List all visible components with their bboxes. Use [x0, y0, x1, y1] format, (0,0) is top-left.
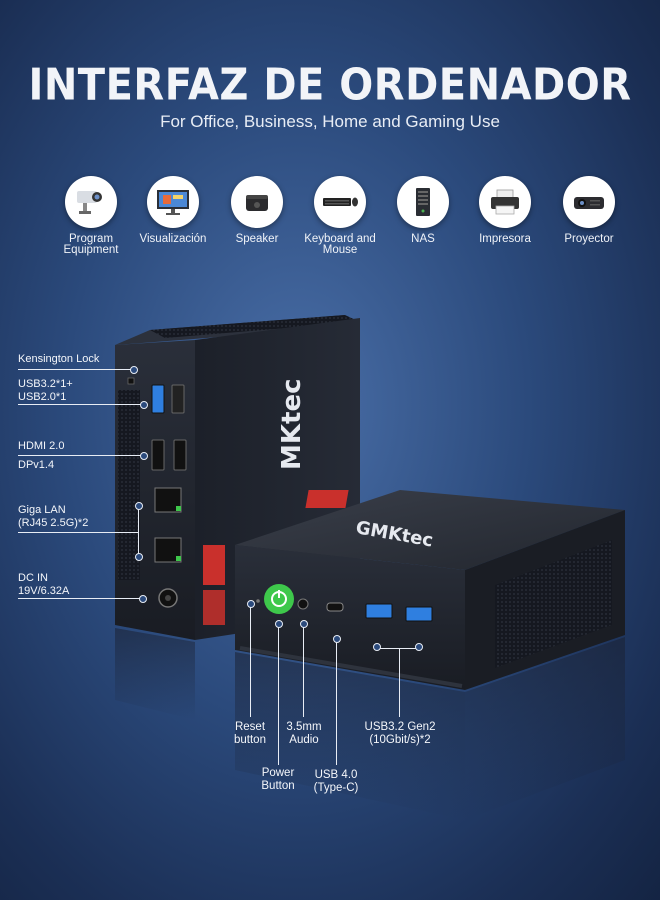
hdmi-label: HDMI 2.0: [18, 440, 64, 453]
callout-dot: [333, 635, 341, 643]
usb-back-label: USB3.2*1+ USB2.0*1: [18, 378, 73, 404]
page-subtitle: For Office, Business, Home and Gaming Us…: [160, 112, 500, 131]
usb-back-line2: USB2.0*1: [18, 391, 67, 403]
dc-line2: 19V/6.32A: [18, 585, 70, 597]
power-line1: Power: [261, 767, 295, 779]
reset-button-label: Reset button: [222, 721, 278, 747]
callout-line: [336, 640, 337, 765]
usb-back-line1: USB3.2*1+: [18, 378, 73, 390]
side-brand-logo: MKtec: [277, 379, 307, 471]
device-icons-row: Program Equipment Visualización Speaker: [55, 176, 625, 266]
speaker-icon: [231, 176, 283, 228]
hdmi-label-text: HDMI 2.0: [18, 440, 65, 452]
reset-line1: Reset: [234, 721, 266, 733]
callout-dot: [139, 595, 147, 603]
callout-dot: [415, 643, 423, 651]
dc-in-label: DC IN 19V/6.32A: [18, 572, 69, 598]
callout-line: [303, 625, 304, 717]
projector-icon: [563, 176, 615, 228]
device-item-program-equipment: Program Equipment: [46, 176, 136, 256]
lan-line2: (RJ45 2.5G)*2: [18, 517, 89, 529]
flat-unit: GMKtec: [235, 490, 625, 690]
power-button-label: Power Button: [248, 767, 308, 793]
power-line2: Button: [261, 780, 295, 792]
camera-icon: [65, 176, 117, 228]
device-label: Impresora: [479, 233, 531, 245]
callout-dot: [373, 643, 381, 651]
usb32-line2: (10Gbit/s)*2: [369, 734, 431, 746]
dp-label-text: DPv1.4: [18, 459, 55, 471]
usb4-line2: (Type-C): [313, 782, 359, 794]
reset-line2: button: [234, 734, 266, 746]
device-label: NAS: [411, 233, 435, 245]
device-label: Keyboard and Mouse: [304, 233, 376, 256]
dp-label: DPv1.4: [18, 459, 54, 472]
callout-line: [18, 455, 142, 456]
callout-line: [18, 598, 140, 599]
monitor-icon: [147, 176, 199, 228]
page-title: INTERFAZ DE ORDENADOR: [28, 59, 632, 111]
kensington-lock-label: Kensington Lock: [18, 353, 99, 366]
lan-line1: Giga LAN: [18, 504, 66, 516]
usb32-line1: USB3.2 Gen2: [364, 721, 436, 733]
power-button[interactable]: [264, 584, 294, 614]
device-item-keyboard-mouse: Keyboard and Mouse: [295, 176, 385, 256]
audio-line2: Audio: [289, 734, 319, 746]
device-item-proyector: Proyector: [544, 176, 634, 245]
device-label: Proyector: [564, 233, 614, 245]
callout-line: [138, 505, 139, 558]
usb4-label: USB 4.0 (Type-C): [304, 769, 368, 795]
dc-line1: DC IN: [18, 572, 48, 584]
callout-line: [18, 369, 132, 370]
audio-line1: 3.5mm: [286, 721, 322, 733]
device-item-nas: NAS: [378, 176, 468, 245]
lan-label: Giga LAN (RJ45 2.5G)*2: [18, 504, 88, 530]
audio-label: 3.5mm Audio: [275, 721, 333, 747]
device-item-visualizacion: Visualización: [128, 176, 218, 245]
callout-line: [399, 648, 400, 717]
device-label: Visualización: [139, 233, 207, 245]
keyboard-icon: [314, 176, 366, 228]
device-label: Program Equipment: [63, 233, 119, 256]
callout-line: [250, 605, 251, 717]
callout-dot: [300, 620, 308, 628]
callout-dot: [130, 366, 138, 374]
reset-button[interactable]: [256, 599, 260, 603]
callout-dot: [140, 401, 148, 409]
kensington-label-text: Kensington Lock: [18, 353, 100, 365]
callout-dot: [275, 620, 283, 628]
device-label: Speaker: [235, 233, 279, 245]
callout-line: [18, 532, 138, 533]
callout-dot: [135, 502, 143, 510]
callout-dot: [140, 452, 148, 460]
callout-dot: [247, 600, 255, 608]
usb4-line1: USB 4.0: [314, 769, 358, 781]
device-item-impresora: Impresora: [460, 176, 550, 245]
device-item-speaker: Speaker: [212, 176, 302, 245]
nas-icon: [397, 176, 449, 228]
callout-line: [18, 404, 142, 405]
callout-dot: [135, 553, 143, 561]
printer-icon: [479, 176, 531, 228]
usb32-label: USB3.2 Gen2 (10Gbit/s)*2: [352, 721, 448, 747]
callout-line: [278, 625, 279, 765]
